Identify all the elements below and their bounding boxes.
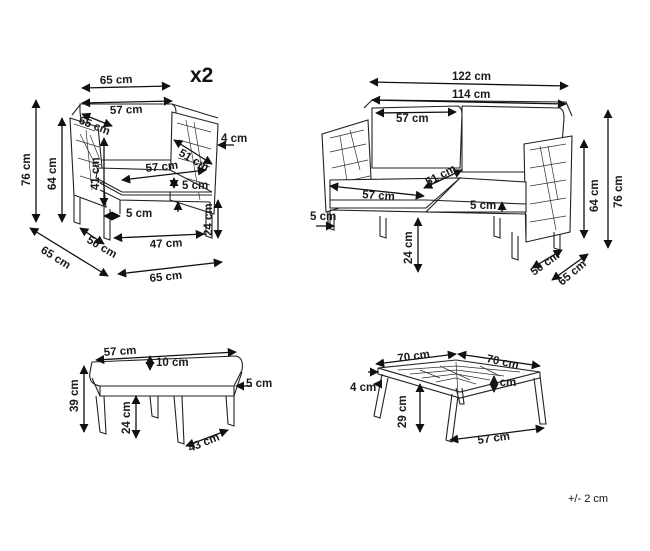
- armchair-arm-height-label: 64 cm: [47, 157, 59, 190]
- armchair-seat-depth-label: 50 cm: [85, 234, 119, 261]
- armchair-leg-height-label: 24 cm: [203, 203, 215, 236]
- sofa-total-height-label: 76 cm: [613, 175, 625, 208]
- table-edge-right-label: 4 cm: [490, 377, 516, 389]
- sofa-seat-cushion-width-label: 57 cm: [362, 189, 395, 203]
- armchair-seat-back-height-label: 41 cm: [90, 157, 102, 190]
- sofa-drawing: [321, 99, 573, 261]
- armchair-seat-width-label: 57 cm: [145, 160, 179, 175]
- armchair-depth-bottom-label: 65 cm: [38, 244, 72, 271]
- ottoman-cushion-width-label: 57 cm: [103, 345, 136, 359]
- ottoman-depth-label: 43 cm: [187, 431, 222, 454]
- armchair-inner-width-label: 47 cm: [150, 237, 183, 251]
- sofa-leg-height-label: 24 cm: [403, 231, 415, 264]
- quantity-label: x2: [190, 64, 213, 87]
- ottoman-total-height-label: 39 cm: [69, 379, 81, 412]
- sofa-dimension-lines: [316, 77, 613, 281]
- table-width-label: 70 cm: [397, 349, 431, 365]
- table-height-label: 29 cm: [397, 395, 409, 428]
- armchair-width-top-label: 65 cm: [100, 74, 133, 87]
- tolerance-note: +/- 2 cm: [568, 493, 608, 505]
- sofa-seat-depth-label: 50 cm: [529, 250, 562, 279]
- ottoman-drawing: [89, 355, 243, 445]
- armchair-cushion-thickness-label: 5 cm: [182, 180, 208, 192]
- sofa-leg-gap-label: 5 cm: [310, 211, 336, 223]
- sofa-arm-height-label: 64 cm: [589, 179, 601, 212]
- ottoman-leg-height-label: 24 cm: [121, 401, 133, 434]
- coffee-table-dimension-lines: [368, 350, 545, 444]
- ottoman-dimension-lines: [79, 347, 252, 448]
- table-edge-left-label: 4 cm: [350, 382, 376, 394]
- sofa-cushion-thickness-label: 5 cm: [470, 200, 496, 212]
- armchair-dimension-lines: [29, 81, 234, 278]
- sofa-inner-width-label: 114 cm: [452, 89, 490, 101]
- sofa-back-cushion-width-label: 57 cm: [396, 113, 429, 125]
- armchair-width-bottom-label: 65 cm: [149, 270, 183, 285]
- armchair-back-width-label: 57 cm: [110, 104, 143, 117]
- armchair-total-height-label: 76 cm: [21, 153, 33, 186]
- armchair-arm-thickness-label: 4 cm: [221, 133, 247, 145]
- table-base-width-label: 57 cm: [477, 431, 511, 447]
- ottoman-frame-thickness-label: 5 cm: [246, 378, 272, 390]
- armchair-leg-gap-label: 5 cm: [126, 208, 152, 220]
- ottoman-cushion-thickness-label: 10 cm: [156, 357, 189, 369]
- sofa-total-width-label: 122 cm: [452, 71, 491, 83]
